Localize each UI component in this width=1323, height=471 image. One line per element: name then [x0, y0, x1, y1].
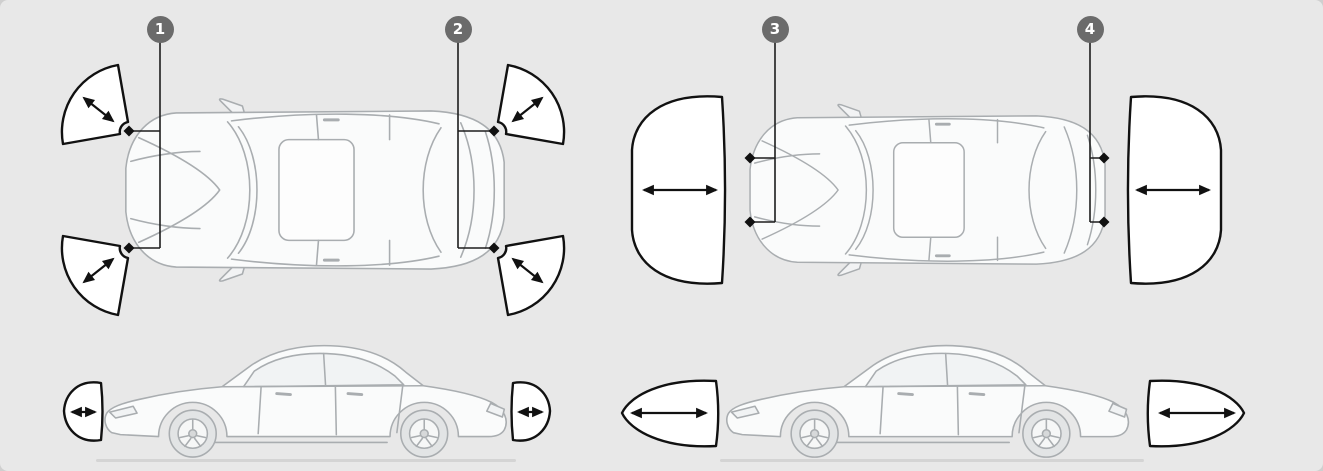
sensor-marker-diamond: [1098, 216, 1110, 228]
zone-front-right-corner: [60, 234, 130, 317]
callout-3-label: 3: [769, 19, 781, 38]
car-side-view-right: [725, 344, 1130, 459]
car-top-view-left: [124, 97, 506, 283]
range-arrow-front-left-corner: [82, 96, 115, 123]
ground-shadow: [96, 459, 516, 462]
sensor-marker-diamond: [744, 216, 756, 228]
callout-2-label: 2: [452, 19, 464, 38]
car-side-view-left: [103, 344, 508, 459]
zone-rear-right-corner: [496, 234, 566, 317]
callout-4-label: 4: [1084, 19, 1096, 38]
callout-3-badge: 3: [761, 15, 789, 43]
left-panel-side-view: [62, 344, 552, 462]
sensor-marker-diamond: [488, 242, 500, 254]
zone-front-left-corner: [60, 63, 130, 146]
left-panel-top-view: [60, 42, 566, 317]
sensor-marker-diamond: [1098, 152, 1110, 164]
sensor-marker-diamond: [744, 152, 756, 164]
range-arrow-front-right-corner: [82, 257, 115, 284]
car-top-view-right: [748, 103, 1107, 277]
ground-shadow: [720, 459, 1144, 462]
range-arrow-rear-left-corner: [511, 96, 544, 123]
callout-4-badge: 4: [1076, 15, 1104, 43]
right-panel-side-view: [620, 344, 1246, 462]
sensor-marker-diamond: [123, 125, 135, 137]
zone-rear-left-corner: [496, 63, 566, 146]
sensor-marker-diamond: [488, 125, 500, 137]
callout-2-badge: 2: [444, 15, 472, 43]
callout-1-label: 1: [154, 19, 166, 38]
callout-1-badge: 1: [146, 15, 174, 43]
range-arrow-rear-right-corner: [511, 257, 544, 284]
right-panel-top-view: [630, 42, 1223, 285]
callout-2-leader-line: [457, 42, 494, 249]
sensor-marker-diamond: [123, 242, 135, 254]
